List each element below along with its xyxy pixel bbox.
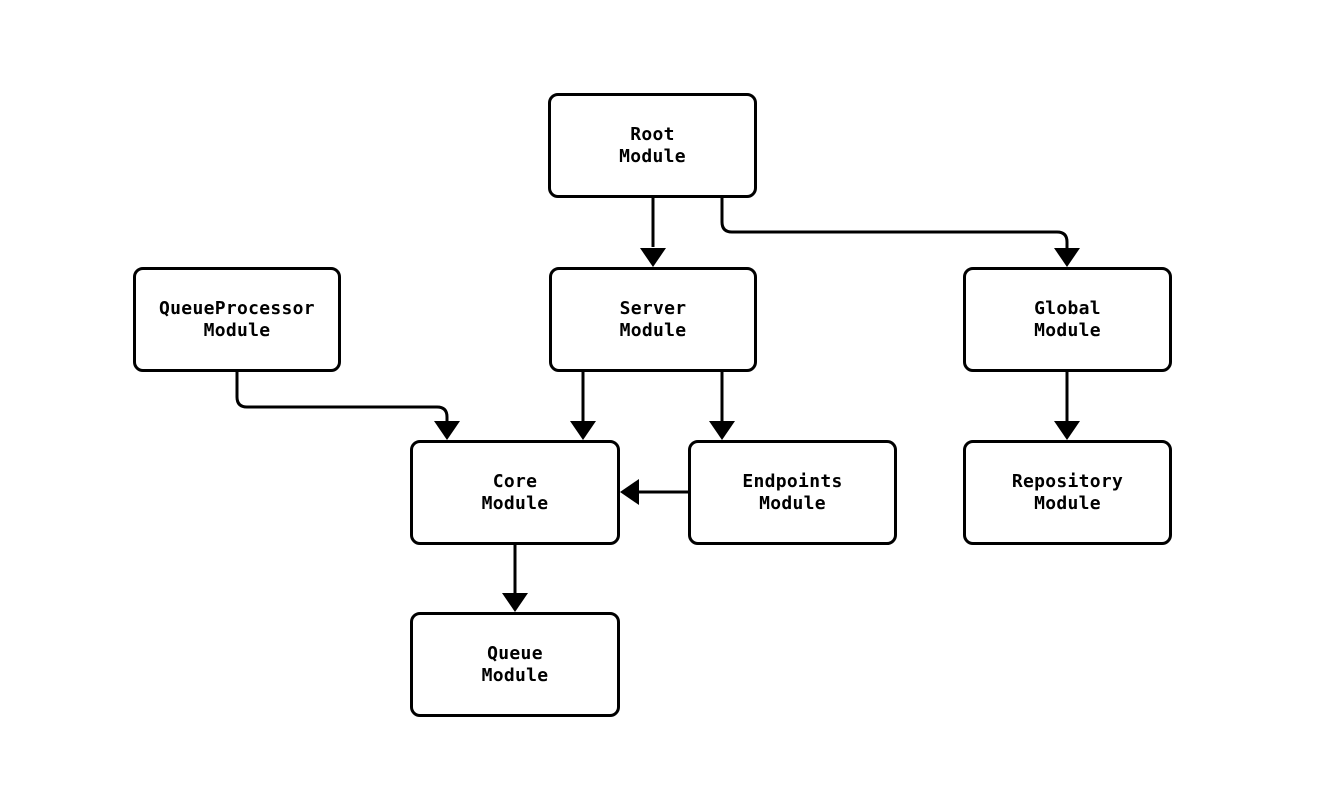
arrowhead-queueprocessor-to-core	[434, 421, 460, 440]
node-label: QueueProcessor Module	[159, 297, 315, 341]
arrowhead-endpoints-to-core	[620, 479, 639, 505]
node-label: Endpoints Module	[742, 470, 843, 514]
node-global-module: Global Module	[963, 267, 1172, 372]
node-label: Repository Module	[1011, 470, 1124, 514]
node-label: Core Module	[481, 470, 549, 514]
node-label: Root Module	[619, 123, 686, 167]
arrowhead-root-to-global	[1054, 248, 1080, 267]
node-server-module: Server Module	[549, 267, 757, 372]
edge-queueprocessor-to-core	[235, 372, 449, 421]
node-root-module: Root Module	[548, 93, 757, 198]
arrowhead-server-to-endpoints	[709, 421, 735, 440]
node-label: Queue Module	[481, 642, 549, 686]
node-endpoints-module: Endpoints Module	[688, 440, 897, 545]
node-queueprocessor-module: QueueProcessor Module	[133, 267, 341, 372]
node-core-module: Core Module	[410, 440, 620, 545]
arrowhead-global-to-repository	[1054, 421, 1080, 440]
node-queue-module: Queue Module	[410, 612, 620, 717]
arrowhead-core-to-queue	[502, 593, 528, 612]
node-label: Server Module	[619, 297, 687, 341]
node-label: Global Module	[1034, 297, 1101, 341]
arrowhead-root-to-server	[640, 248, 666, 267]
node-repository-module: Repository Module	[963, 440, 1172, 545]
arrowhead-server-to-core	[570, 421, 596, 440]
edge-root-to-global	[720, 198, 1069, 248]
